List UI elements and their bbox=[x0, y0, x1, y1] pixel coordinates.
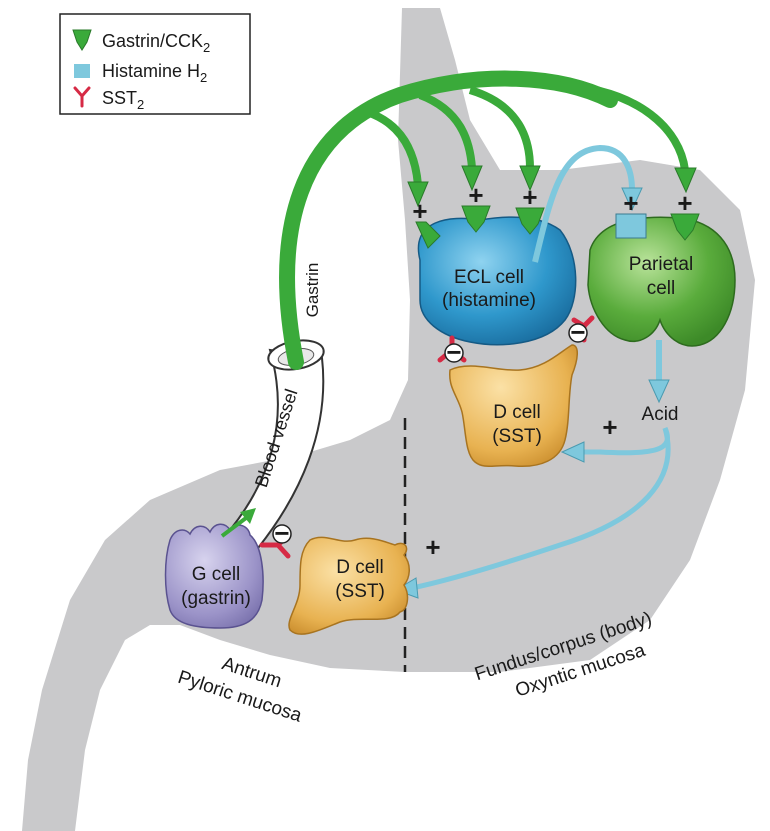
legend-sst-label: SST2 bbox=[102, 88, 144, 112]
plus-sign-ecl-3: + bbox=[522, 182, 537, 212]
acid-label: Acid bbox=[642, 404, 679, 425]
plus-sign-parietal-histamine: + bbox=[623, 188, 638, 218]
d-cell-antrum-label-2: (SST) bbox=[335, 581, 385, 602]
ecl-cell-label-2: (histamine) bbox=[442, 290, 536, 311]
d-cell-body-label-2: (SST) bbox=[492, 426, 542, 447]
acid-arrows bbox=[394, 340, 671, 599]
gastrin-receptor-icon bbox=[72, 29, 92, 51]
d-cell-body: D cell (SST) bbox=[449, 344, 578, 468]
ecl-cell: ECL cell (histamine) bbox=[415, 205, 577, 346]
sst-receptor-icon bbox=[73, 86, 91, 108]
d-cell-body-label-1: D cell bbox=[493, 402, 541, 423]
g-cell: G cell (gastrin) bbox=[164, 523, 264, 629]
ecl-sst-receptor: − bbox=[437, 335, 467, 367]
g-cell-sst-receptor: − bbox=[259, 518, 292, 559]
d-cell-antrum: D cell (SST) bbox=[288, 536, 410, 635]
parietal-minus-sign: − bbox=[570, 317, 585, 347]
d-cell-antrum-label-1: D cell bbox=[336, 557, 384, 578]
legend-histamine-label: Histamine H2 bbox=[102, 61, 207, 85]
plus-sign-parietal-gastrin: + bbox=[677, 188, 692, 218]
histamine-arrow bbox=[532, 144, 635, 263]
parietal-sst-receptor: − bbox=[568, 315, 595, 347]
plus-sign-d-cell-body: + bbox=[602, 412, 617, 442]
g-cell-label-1: G cell bbox=[192, 564, 241, 585]
parietal-cell-label-2: cell bbox=[647, 278, 676, 299]
g-cell-minus-sign: − bbox=[274, 518, 289, 548]
gastrin-label: Gastrin bbox=[303, 263, 322, 318]
histamine-receptor-icon bbox=[74, 64, 90, 78]
parietal-cell-label-1: Parietal bbox=[629, 254, 693, 275]
gastrin-arrows bbox=[279, 70, 697, 370]
plus-sign-d-cell-antrum: + bbox=[425, 532, 440, 562]
g-cell-label-2: (gastrin) bbox=[181, 588, 251, 609]
ecl-cell-label-1: ECL cell bbox=[454, 267, 524, 288]
legend: Gastrin/CCK2 Histamine H2 SST2 bbox=[59, 13, 251, 115]
plus-sign-ecl-2: + bbox=[468, 180, 483, 210]
plus-sign-ecl-1: + bbox=[412, 196, 427, 226]
ecl-minus-sign: − bbox=[446, 337, 461, 367]
g-cell-gastrin-arrow bbox=[220, 516, 248, 538]
parietal-cell: Parietal cell bbox=[587, 213, 736, 347]
legend-gastrin-label: Gastrin/CCK2 bbox=[102, 31, 210, 55]
